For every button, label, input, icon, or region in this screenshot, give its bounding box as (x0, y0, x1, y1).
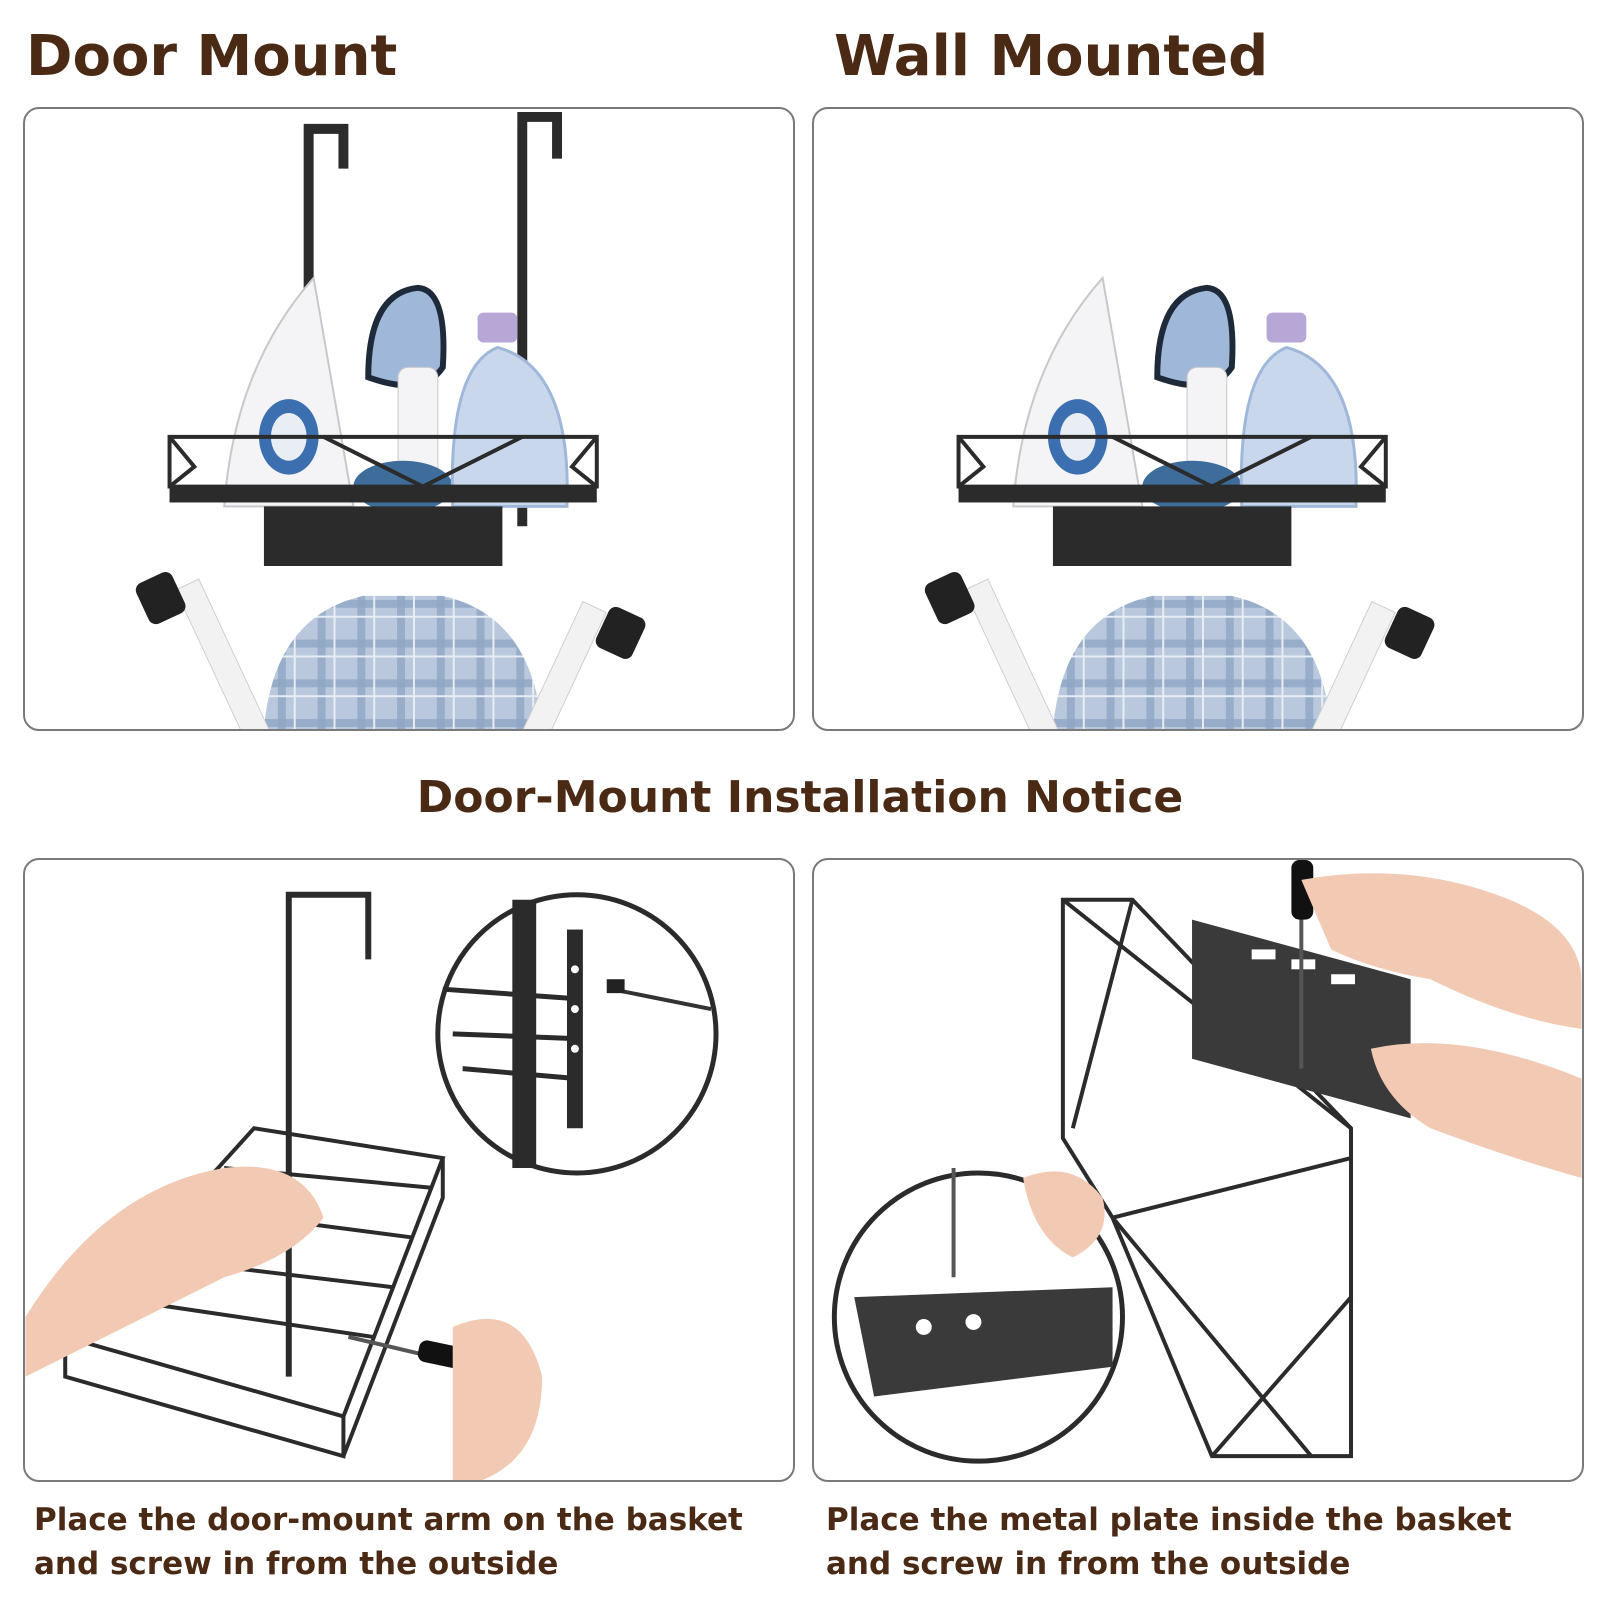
door-mount-heading: Door Mount (26, 24, 398, 89)
door-arm-step-caption: Place the door-mount arm on the basket a… (34, 1498, 794, 1586)
metal-plate-caption-line1: Place the metal plate inside the basket (826, 1502, 1512, 1538)
wall-mounted-heading: Wall Mounted (834, 24, 1269, 89)
ironing-board (263, 595, 543, 729)
detergent-bottle (1239, 312, 1358, 508)
zoom-inset-screw-detail (435, 892, 719, 1176)
mounting-bracket (1052, 506, 1292, 567)
screwdriver (1291, 860, 1314, 1069)
ironing-board-legs (924, 572, 1435, 729)
door-arm-install-photo-panel (23, 858, 795, 1482)
metal-plate-install-image (831, 860, 1582, 1464)
metal-plate-slots (1251, 949, 1355, 985)
metal-plate-caption-line2: and screw in from the outside (826, 1546, 1351, 1582)
basket-base (169, 486, 597, 503)
hand-holding-plate (1370, 1043, 1582, 1178)
mounting-bracket (263, 506, 503, 567)
detergent-bottle (450, 312, 569, 508)
ironing-board (1052, 595, 1332, 729)
zoom-inset-plate-detail (831, 1168, 1125, 1464)
door-mount-product-image (135, 111, 646, 729)
hand-holding-arm (25, 1166, 324, 1377)
door-mount-photo-panel (23, 107, 795, 731)
wall-mounted-product-image (924, 275, 1435, 729)
metal-plate-step-caption: Place the metal plate inside the basket … (826, 1498, 1586, 1586)
door-arm-caption-line2: and screw in from the outside (34, 1546, 559, 1582)
hand-holding-screwdriver (452, 1318, 543, 1480)
installation-notice-heading: Door-Mount Installation Notice (416, 772, 1184, 823)
door-arm-caption-line1: Place the door-mount arm on the basket (34, 1502, 743, 1538)
basket-base (958, 486, 1386, 503)
clothes-iron (223, 275, 355, 508)
ironing-board-legs (135, 572, 646, 729)
clothes-iron (1012, 275, 1144, 508)
door-arm-install-image (25, 891, 719, 1480)
wall-mounted-photo-panel (812, 107, 1584, 731)
hand-holding-screwdriver (1301, 873, 1582, 1029)
metal-plate-install-photo-panel (812, 858, 1584, 1482)
